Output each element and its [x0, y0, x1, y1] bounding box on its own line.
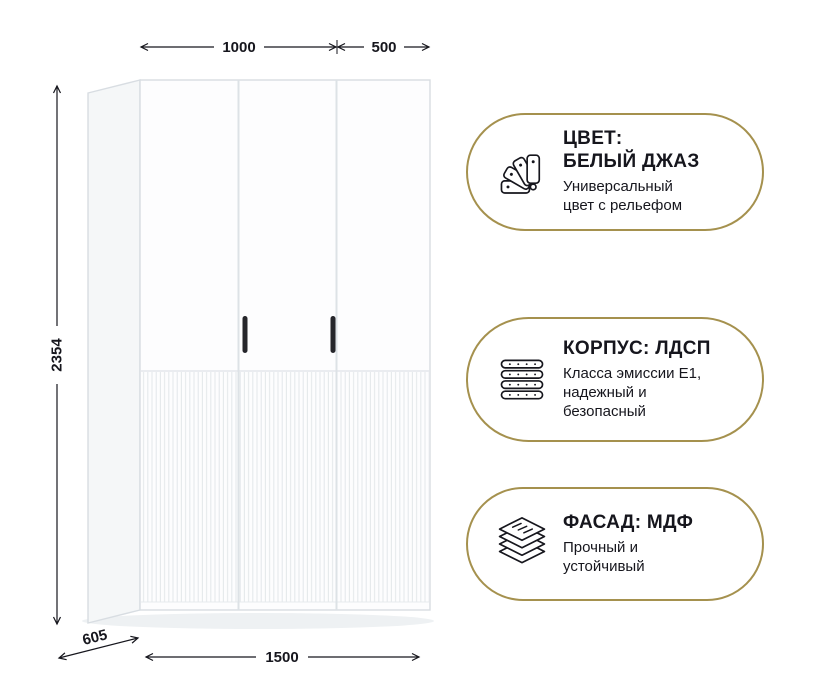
- wardrobe-side-panel: [87, 79, 141, 624]
- badge-color: ЦВЕТ: БЕЛЫЙ ДЖАЗ Универсальный цвет с ре…: [466, 113, 764, 231]
- badge-title: КОРПУС: ЛДСП: [563, 337, 711, 359]
- badge-title: ЦВЕТ: БЕЛЫЙ ДЖАЗ: [563, 128, 700, 172]
- dim-label-depth: 605: [81, 626, 109, 649]
- badge-subtitle: Универсальный цвет с рельефом: [563, 178, 683, 215]
- door-handle-right: [330, 316, 336, 353]
- badge-corpus: КОРПУС: ЛДСП Класса эмиссии Е1, надежный…: [466, 317, 764, 442]
- color-swatches-icon: [494, 144, 550, 200]
- badge-text-block: КОРПУС: ЛДСП Класса эмиссии Е1, надежный…: [563, 338, 711, 422]
- chipboard-layers-icon: [494, 352, 550, 408]
- feature-badges: ЦВЕТ: БЕЛЫЙ ДЖАЗ Универсальный цвет с ре…: [466, 0, 766, 700]
- badge-facade: ФАСАД: МДФ Прочный и устойчивый: [466, 487, 764, 601]
- fluted-panel: [141, 372, 429, 602]
- wardrobe-illustration: 1000 500 2354 1500 605: [49, 38, 434, 666]
- badge-text-block: ЦВЕТ: БЕЛЫЙ ДЖАЗ Универсальный цвет с ре…: [563, 128, 700, 215]
- badge-text-block: ФАСАД: МДФ Прочный и устойчивый: [563, 512, 693, 577]
- dim-label-bottom-width: 1500: [265, 649, 298, 666]
- dim-label-top-right-width: 500: [371, 39, 396, 56]
- dim-label-height: 2354: [49, 338, 66, 372]
- dim-label-top-width: 1000: [222, 39, 255, 56]
- wardrobe-svg: 1000 500 2354 1500 605: [49, 38, 434, 666]
- badge-title: ФАСАД: МДФ: [563, 511, 694, 533]
- door-handle-left: [242, 316, 248, 353]
- badge-subtitle: Класса эмиссии Е1, надежный и безопасный: [563, 364, 702, 421]
- dimension-label-backgrounds: [49, 38, 404, 666]
- mdf-sheets-icon: [494, 516, 550, 572]
- floor-shadow: [82, 613, 434, 629]
- badge-subtitle: Прочный и устойчивый: [563, 539, 645, 576]
